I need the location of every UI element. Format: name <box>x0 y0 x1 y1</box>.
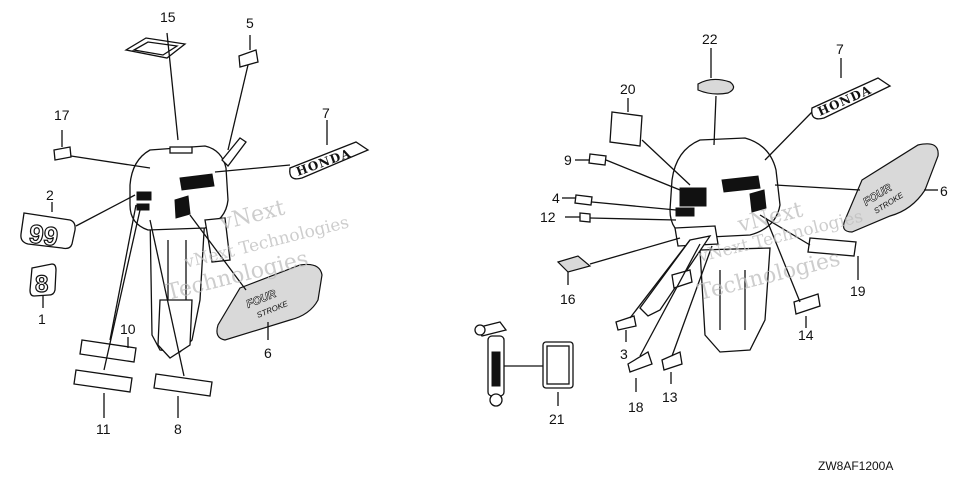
callout-1: 1 <box>38 311 46 327</box>
callout-21: 21 <box>549 411 565 427</box>
decal-14 <box>793 293 821 315</box>
decal-7-honda-left <box>289 141 370 180</box>
decal-12 <box>579 212 591 223</box>
callout-10: 10 <box>120 321 136 337</box>
decal-18 <box>627 351 653 373</box>
decal-5 <box>238 49 259 68</box>
callout-22: 22 <box>702 31 718 47</box>
decal-2 <box>20 212 76 250</box>
decal-11 <box>73 369 133 393</box>
callout-14: 14 <box>798 327 814 343</box>
callout-3: 3 <box>620 346 628 362</box>
decal-20 <box>609 111 643 147</box>
callout-13: 13 <box>662 389 678 405</box>
left-decals: HONDA 99 8 FOUR STROKE <box>20 37 370 397</box>
callout-6: 6 <box>264 345 272 361</box>
model-99-lettering: 99 <box>27 218 60 252</box>
decal-21 <box>542 341 574 389</box>
decal-16 <box>556 255 592 273</box>
callout-6-right: 6 <box>940 183 948 199</box>
decal-9 <box>588 153 607 166</box>
honda-lettering-right: HONDA <box>816 83 874 119</box>
honda-lettering: HONDA <box>294 146 353 179</box>
decal-6-left <box>216 263 323 341</box>
decal-22 <box>697 78 735 95</box>
model-8-lettering: 8 <box>35 271 48 298</box>
right-outboard-engine <box>639 137 781 353</box>
callout-12: 12 <box>540 209 556 225</box>
diagram-code: ZW8AF1200A <box>818 459 893 473</box>
callout-15: 15 <box>160 9 176 25</box>
callout-19: 19 <box>850 283 866 299</box>
right-decals: HONDA FOUR STROKE <box>474 77 939 407</box>
callout-20: 20 <box>620 81 636 97</box>
decal-6-right <box>842 143 939 233</box>
callout-17: 17 <box>54 107 70 123</box>
decal-15 <box>124 37 187 59</box>
left-outboard-engine <box>129 137 247 359</box>
decal-19 <box>807 237 857 257</box>
decal-17 <box>53 146 72 161</box>
callout-2: 2 <box>46 187 54 203</box>
callout-8: 8 <box>174 421 182 437</box>
callout-4: 4 <box>552 190 560 206</box>
stop-switch-assembly <box>474 321 508 407</box>
decal-4 <box>574 194 593 206</box>
callout-18: 18 <box>628 399 644 415</box>
right-leader-lines <box>504 48 938 406</box>
callout-11: 11 <box>96 421 111 437</box>
decal-7-honda-right <box>811 77 892 120</box>
decal-13 <box>661 351 683 371</box>
callout-16: 16 <box>560 291 576 307</box>
callout-5: 5 <box>246 15 254 31</box>
callout-7-right: 7 <box>836 41 844 57</box>
callout-numbers: 15 5 17 7 2 1 10 11 8 6 22 7 20 9 4 12 6… <box>38 9 948 437</box>
left-leader-lines <box>42 32 328 418</box>
decal-3 <box>615 315 637 331</box>
callout-9: 9 <box>564 152 572 168</box>
decal-1 <box>29 263 57 297</box>
callout-7: 7 <box>322 105 330 121</box>
decal-8 <box>153 373 213 397</box>
